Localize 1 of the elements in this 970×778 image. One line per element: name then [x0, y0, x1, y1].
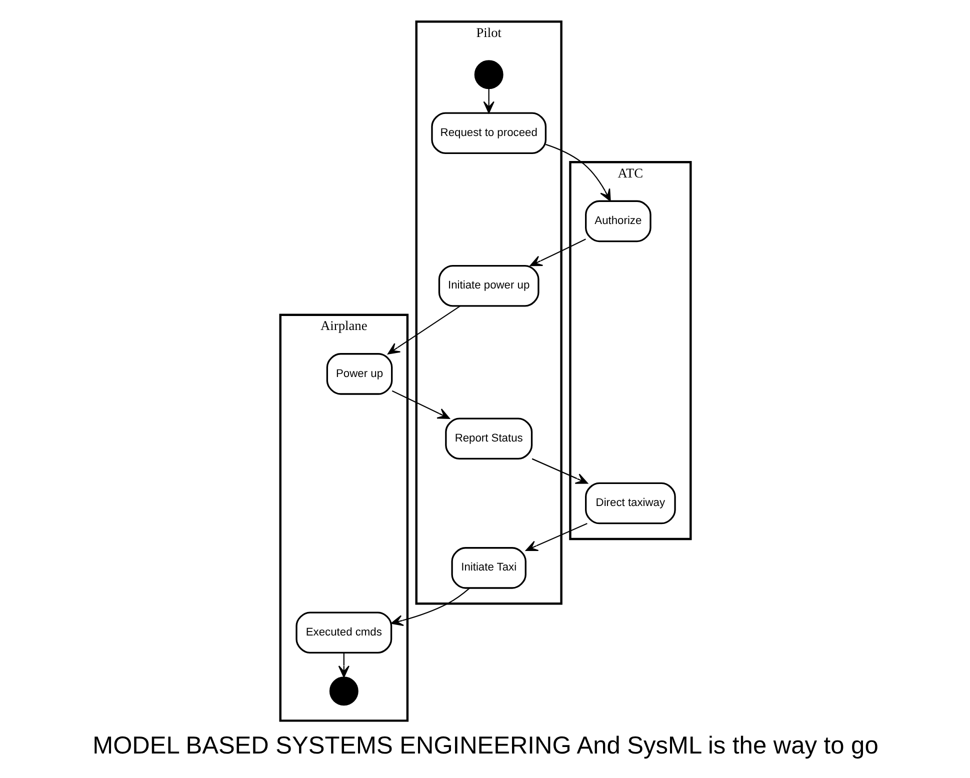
caption: MODEL BASED SYSTEMS ENGINEERING And SysML is the way to go	[92, 732, 878, 760]
